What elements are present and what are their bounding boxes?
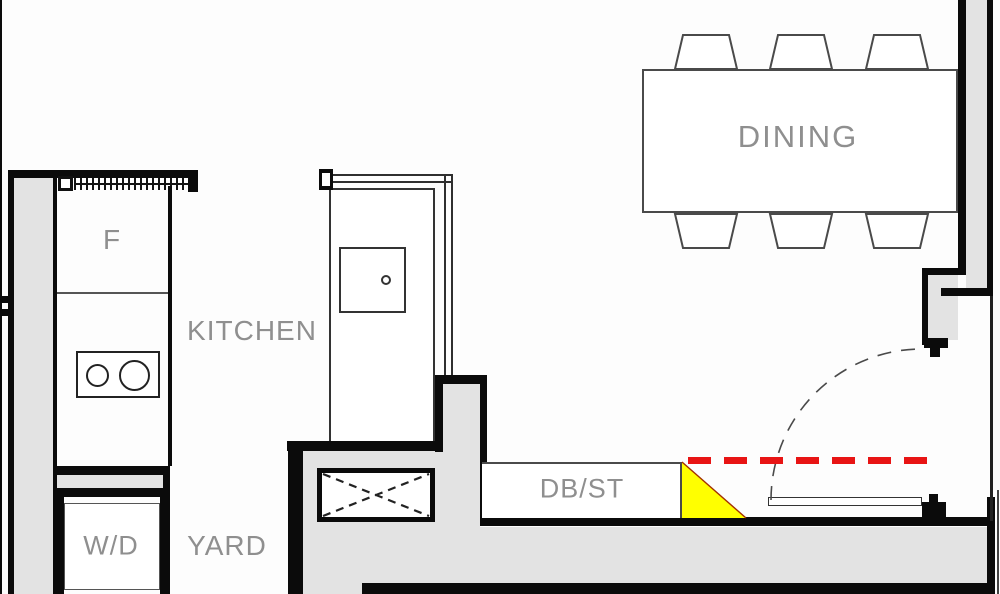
chair bbox=[864, 34, 930, 70]
red-dashed-line bbox=[688, 457, 940, 464]
door-jamb-tab bbox=[929, 494, 938, 502]
washer-dryer-label: W/D bbox=[83, 530, 139, 561]
wall-corner-post bbox=[987, 497, 995, 594]
wall-fill-protrusion bbox=[57, 475, 163, 488]
dbst-label: DB/ST bbox=[539, 473, 625, 504]
door-swing-arc bbox=[770, 348, 923, 501]
chair bbox=[768, 213, 834, 249]
counter-edge-line bbox=[451, 174, 453, 375]
wall-right-outer bbox=[987, 0, 993, 296]
sink bbox=[339, 247, 406, 313]
wall-fridge-right bbox=[168, 186, 172, 466]
wall-dbst-left bbox=[480, 378, 487, 518]
cabinet-divider-line bbox=[57, 292, 168, 294]
wall-right-step-top bbox=[922, 268, 964, 275]
chair bbox=[673, 213, 739, 249]
kitchen-counter bbox=[329, 188, 435, 443]
counter-edge-line bbox=[444, 174, 446, 375]
dining-label: DINING bbox=[737, 119, 859, 154]
kitchen-label: KITCHEN bbox=[187, 315, 317, 346]
hob-ring-icon bbox=[119, 360, 150, 391]
wall-notch bbox=[0, 309, 8, 316]
wall-kitchen-bottom bbox=[287, 441, 435, 451]
wall-wd-left bbox=[57, 497, 64, 594]
hob-ring-icon bbox=[86, 364, 109, 387]
wall-step-top bbox=[435, 375, 487, 384]
wall-protrusion-bottom bbox=[57, 488, 170, 497]
wall-yard-right bbox=[288, 441, 303, 594]
wall-left-outer bbox=[8, 170, 14, 594]
window-jamb bbox=[58, 176, 73, 191]
highlight-triangle-edge bbox=[681, 461, 747, 519]
wall-protrusion-top bbox=[57, 466, 170, 475]
wall-right bbox=[958, 0, 966, 275]
wall-fill-bottom bbox=[480, 527, 987, 584]
wall-notch bbox=[0, 296, 8, 303]
wall-bottom-outer bbox=[362, 583, 990, 594]
wall-fill-right bbox=[966, 0, 987, 292]
island-post bbox=[319, 169, 333, 190]
door-leaf bbox=[768, 497, 922, 506]
highlight-triangle bbox=[682, 462, 746, 518]
door-jamb bbox=[922, 502, 946, 517]
shaft-x-icon bbox=[322, 473, 430, 517]
dbst-unit bbox=[482, 462, 682, 518]
dining-table bbox=[642, 69, 958, 213]
shaft-box bbox=[317, 468, 435, 522]
wall-edge-bottom-right bbox=[997, 490, 999, 594]
wall-right-step-side bbox=[922, 268, 928, 345]
fridge-label: F bbox=[102, 224, 122, 255]
counter-edge-line bbox=[333, 174, 453, 176]
wall-top-left bbox=[8, 170, 198, 178]
wall-fill-right-step bbox=[928, 275, 958, 340]
wall-left-inner bbox=[53, 170, 57, 594]
wall-protrusion-cap bbox=[163, 466, 170, 497]
wall-step-left bbox=[435, 375, 443, 452]
wall-cap bbox=[188, 170, 198, 192]
door-stop-cap bbox=[924, 338, 948, 348]
wall-right-step-bottom bbox=[941, 288, 990, 296]
wall-fill-left bbox=[14, 170, 53, 594]
wall-wd-right bbox=[160, 497, 170, 594]
wall-right-thin-line bbox=[990, 296, 993, 521]
chair bbox=[864, 213, 930, 249]
window-hatch bbox=[74, 178, 188, 190]
chair bbox=[768, 34, 834, 70]
yard-label: YARD bbox=[187, 530, 267, 561]
wall-bottom-mid bbox=[480, 517, 987, 526]
counter-edge-line bbox=[333, 181, 453, 183]
door-stop-tab bbox=[930, 348, 940, 357]
sink-drain-icon bbox=[381, 275, 391, 285]
chair bbox=[673, 34, 739, 70]
washer-dryer-unit bbox=[64, 503, 160, 590]
